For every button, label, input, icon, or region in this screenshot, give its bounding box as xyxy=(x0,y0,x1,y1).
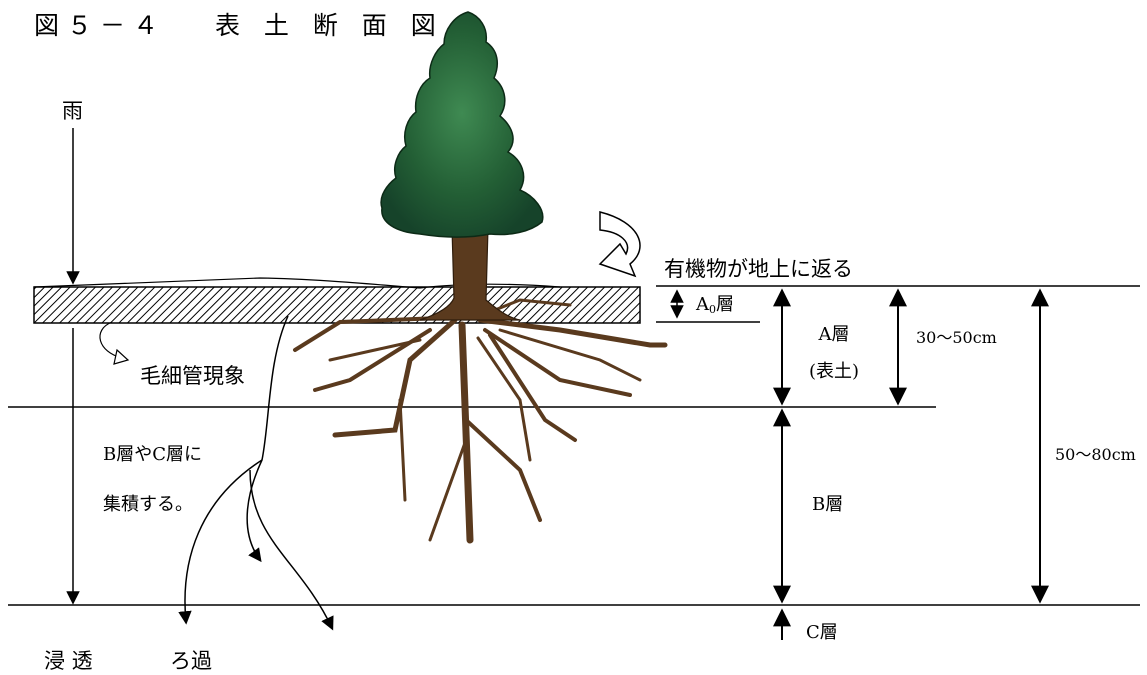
rain-label: 雨 xyxy=(62,99,83,123)
topsoil-depth-label: 30～50cm xyxy=(916,328,997,347)
capillary-label: 毛細管現象 xyxy=(140,364,245,388)
c-layer-label: C層 xyxy=(806,622,838,643)
accumulate-line-1: B層やC層に xyxy=(103,444,202,465)
organic-return-arrow xyxy=(598,211,641,278)
a-layer-sublabel: (表土) xyxy=(809,361,859,382)
organic-return-label: 有機物が地上に返る xyxy=(664,257,853,281)
filtration-flow-1 xyxy=(246,315,289,563)
filtration-flow-3 xyxy=(249,469,334,631)
tree-roots xyxy=(293,298,668,544)
figure-title: 図５－４ 表 土 断 面 図 xyxy=(34,11,444,40)
capillary-arrow-head xyxy=(113,348,130,365)
infiltration-label: 浸 透 xyxy=(44,649,93,673)
a-layer-label: A層 xyxy=(818,324,850,345)
filtration-label: ろ過 xyxy=(170,649,212,673)
litter-surface-mound-right xyxy=(419,283,561,289)
a0-layer-label: A0層 xyxy=(695,294,734,316)
tree-trunk xyxy=(419,227,521,321)
accumulate-line-2: 集積する。 xyxy=(103,494,193,515)
filtration-flow-2 xyxy=(178,459,263,625)
tree-foliage xyxy=(380,11,544,238)
litter-layer xyxy=(33,286,641,324)
total-depth-label: 50～80cm xyxy=(1055,445,1136,464)
b-layer-label: B層 xyxy=(812,494,843,515)
litter-surface-mound xyxy=(33,277,421,289)
